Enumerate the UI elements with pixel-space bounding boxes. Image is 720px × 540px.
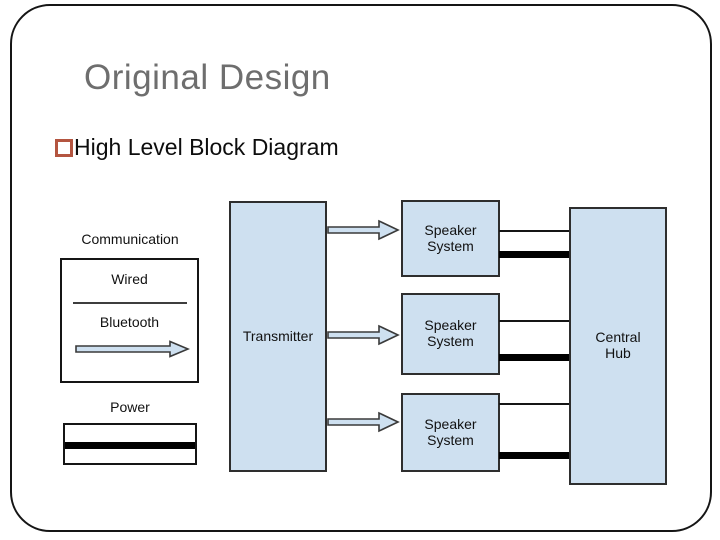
bullet-line: High Level Block Diagram — [55, 134, 339, 161]
central-hub-label: Central Hub — [595, 329, 641, 361]
hub-connection-thick-line-1 — [499, 251, 576, 258]
transmitter-arrow-2-icon — [327, 324, 400, 346]
speaker-system-label: Speaker System — [424, 415, 477, 448]
central-hub-box: Central Hub — [569, 207, 667, 485]
transmitter-arrow-3-icon — [327, 411, 400, 433]
transmitter-box: Transmitter — [229, 201, 327, 472]
hub-connection-thin-line-2 — [499, 320, 570, 322]
hub-connection-thick-line-2 — [499, 354, 576, 361]
wired-label: Wired — [111, 271, 148, 287]
speaker-system-box-1: Speaker System — [401, 200, 500, 277]
bullet-text: High Level Block Diagram — [74, 134, 339, 160]
power-label: Power — [110, 399, 150, 415]
hub-connection-thin-line-1 — [499, 230, 570, 232]
bluetooth-label: Bluetooth — [99, 314, 160, 330]
speaker-system-label: Speaker System — [424, 221, 477, 254]
hub-connection-thick-line-3 — [499, 452, 576, 459]
speaker-system-box-2: Speaker System — [401, 293, 500, 375]
bullet-square-icon — [55, 139, 73, 157]
slide-title: Original Design — [84, 58, 331, 97]
communication-label: Communication — [81, 231, 179, 247]
communication-box: Wired Bluetooth — [60, 258, 199, 383]
transmitter-label: Transmitter — [242, 327, 314, 344]
power-thick-line — [65, 442, 195, 449]
bluetooth-right-arrow-icon — [75, 340, 190, 358]
hub-connection-thin-line-3 — [499, 403, 570, 405]
speaker-system-label: Speaker System — [424, 317, 477, 349]
transmitter-arrow-1-icon — [327, 219, 400, 241]
power-box — [63, 423, 197, 465]
wired-bluetooth-divider — [73, 302, 187, 304]
speaker-system-box-3: Speaker System — [401, 393, 500, 472]
